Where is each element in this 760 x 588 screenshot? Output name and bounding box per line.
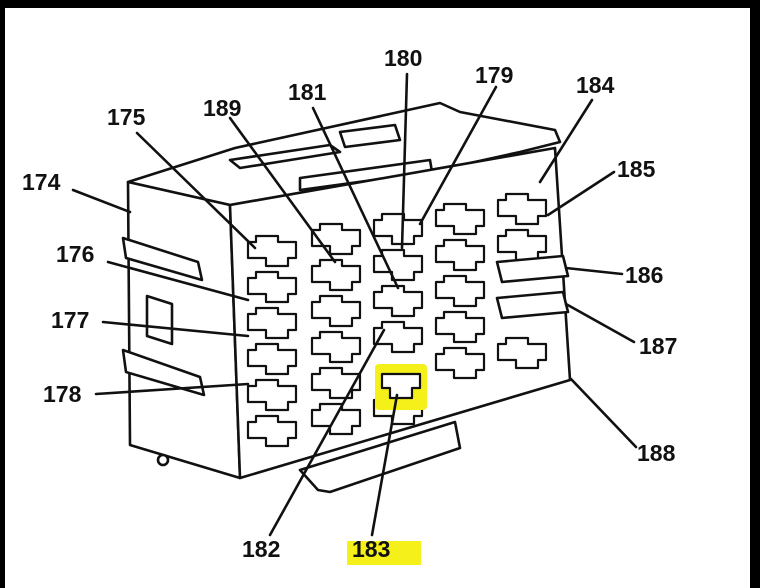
label-176: 176	[56, 241, 94, 267]
label-177: 177	[51, 307, 89, 333]
label-184: 184	[576, 72, 615, 98]
label-179: 179	[475, 62, 513, 88]
leader-180	[400, 72, 409, 250]
leader-183	[370, 393, 399, 537]
leader-182	[268, 328, 386, 537]
label-174: 174	[22, 169, 61, 195]
terminal-cavity	[310, 330, 362, 364]
terminal-cavity	[372, 212, 424, 246]
terminal-cavity	[310, 258, 362, 292]
side-clip-lower	[121, 348, 206, 397]
label-188: 188	[637, 440, 676, 466]
label-187: 187	[639, 333, 677, 359]
pin-187	[495, 290, 570, 320]
side-clip-upper	[121, 236, 204, 282]
terminal-cavity	[372, 320, 424, 354]
leader-184	[538, 98, 594, 184]
label-175: 175	[107, 104, 146, 130]
terminal-cavity	[246, 342, 298, 376]
terminal-cavity	[246, 306, 298, 340]
leader-187	[564, 302, 636, 344]
label-186: 186	[625, 262, 663, 288]
terminal-cavity	[246, 378, 298, 412]
leader-175	[135, 131, 257, 250]
leader-176	[106, 260, 250, 302]
leader-186	[564, 266, 624, 276]
terminal-cavity	[246, 414, 298, 448]
side-window	[145, 294, 174, 346]
highlight-label-183	[347, 541, 421, 565]
terminal-cavity	[496, 228, 548, 262]
leader-178	[94, 382, 250, 396]
label-181: 181	[288, 79, 327, 105]
terminal-cavity	[434, 202, 486, 236]
terminal-cavity	[310, 294, 362, 328]
leader-174	[71, 188, 132, 214]
leader-177	[101, 320, 250, 338]
label-178: 178	[43, 381, 82, 407]
bottom-latch	[298, 420, 462, 494]
terminal-cavity	[496, 192, 548, 226]
terminal-cavity	[496, 336, 548, 370]
terminal-cavity	[434, 274, 486, 308]
housing-peg	[156, 453, 170, 467]
label-183: 183	[352, 536, 390, 562]
leader-181	[311, 106, 400, 290]
top-ridge	[228, 143, 342, 170]
label-182: 182	[242, 536, 280, 562]
terminal-cavity	[434, 310, 486, 344]
cavity-grid	[246, 192, 548, 448]
terminal-cavity	[246, 270, 298, 304]
terminal-cavity	[372, 284, 424, 318]
terminal-cavity	[372, 248, 424, 282]
label-180: 180	[384, 45, 422, 71]
top-rib	[338, 123, 402, 149]
leader-185	[546, 170, 616, 217]
terminal-cavity	[310, 366, 362, 400]
pin-186	[495, 254, 570, 284]
highlighted-cavity-183	[375, 364, 427, 410]
leader-189	[228, 116, 337, 264]
terminal-cavity	[434, 238, 486, 272]
leader-188	[569, 377, 638, 449]
label-189: 189	[203, 95, 241, 121]
terminal-cavity	[246, 234, 298, 268]
label-185: 185	[617, 156, 656, 182]
terminal-cavity	[310, 222, 362, 256]
terminal-cavity	[434, 346, 486, 380]
cavity-183-outline	[380, 372, 422, 400]
leader-179	[418, 85, 498, 226]
